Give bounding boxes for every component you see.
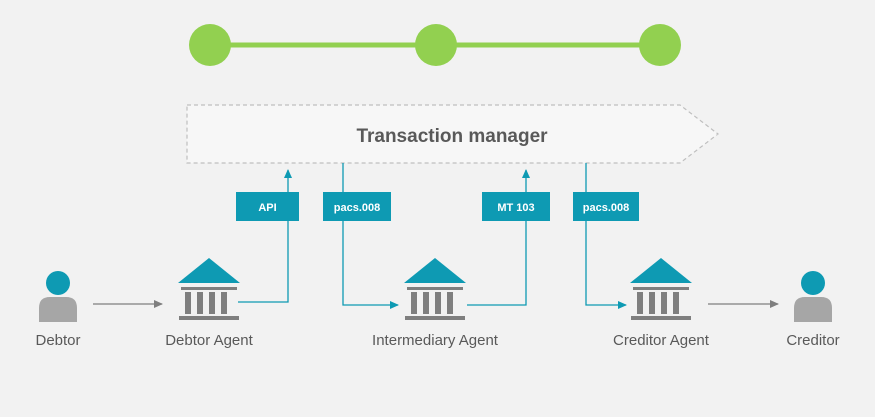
progress-step-3: [639, 24, 681, 66]
message-label-pacs008-1: pacs.008: [334, 202, 380, 214]
message-box-mt103: MT 103: [482, 192, 550, 221]
message-label-api: API: [258, 202, 276, 214]
message-label-pacs008-2: pacs.008: [583, 202, 629, 214]
node-label-debtor-agent: Debtor Agent: [165, 332, 253, 349]
transaction-manager-shape: [186, 104, 719, 164]
pacs008-connector-1: [342, 163, 399, 309]
pacs008-connector-2: [585, 163, 627, 309]
node-label-creditor: Creditor: [786, 332, 839, 349]
message-boxes: API pacs.008 MT 103 pacs.008: [236, 192, 639, 221]
node-label-creditor-agent: Creditor Agent: [613, 332, 710, 349]
transaction-manager-banner: Transaction manager: [186, 104, 719, 164]
node-label-intermediary-agent: Intermediary Agent: [372, 332, 499, 349]
progress-bar: [189, 24, 681, 66]
message-box-pacs008-1: pacs.008: [323, 192, 391, 221]
person-icon: [39, 271, 77, 322]
progress-step-1: [189, 24, 231, 66]
node-label-debtor: Debtor: [35, 332, 80, 349]
bank-icon: [630, 258, 692, 320]
node-labels: Debtor Debtor Agent Intermediary Agent C…: [35, 332, 839, 349]
mt103-connector: [467, 169, 530, 306]
message-box-pacs008-2: pacs.008: [573, 192, 639, 221]
message-connectors: [238, 163, 627, 309]
bank-icon: [404, 258, 466, 320]
api-connector: [238, 169, 292, 303]
progress-step-2: [415, 24, 457, 66]
person-icon: [794, 271, 832, 322]
message-label-mt103: MT 103: [497, 202, 534, 214]
transaction-manager-title: Transaction manager: [356, 126, 548, 147]
message-box-api: API: [236, 192, 299, 221]
bank-icon: [178, 258, 240, 320]
